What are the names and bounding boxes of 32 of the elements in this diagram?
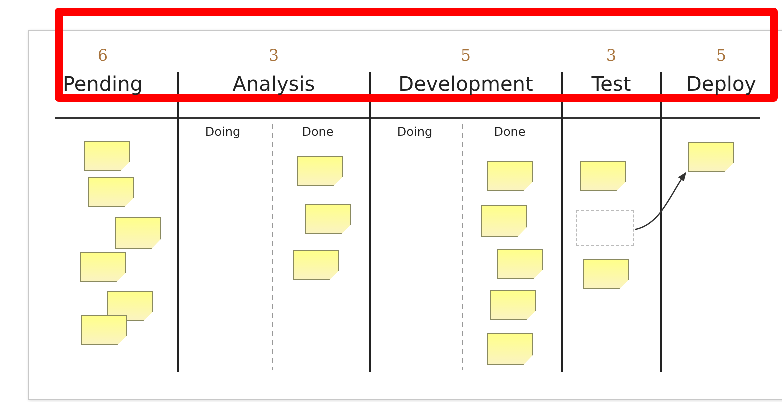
subcolumn-label: Doing (397, 125, 433, 139)
sticky-note (487, 161, 533, 191)
wip-limit: 6 (96, 46, 110, 65)
sticky-note (688, 142, 734, 172)
sticky-note (293, 250, 339, 280)
wip-limit: 5 (460, 46, 472, 65)
column-heading: Analysis (232, 72, 316, 96)
wip-limit: 3 (268, 46, 280, 65)
sticky-note (487, 333, 533, 365)
sticky-note (305, 204, 351, 234)
sticky-note (81, 315, 127, 345)
sticky-note (490, 290, 536, 320)
column-heading: Deploy (685, 72, 758, 96)
column-heading: Development (398, 72, 534, 96)
sticky-note (88, 177, 134, 207)
sticky-note (497, 249, 543, 279)
sticky-note (84, 141, 130, 171)
sticky-note (583, 259, 629, 289)
sticky-note (297, 156, 343, 186)
sticky-note (115, 217, 161, 249)
arrow (634, 172, 687, 230)
sticky-note (580, 161, 626, 191)
subcolumn-label: Done (302, 125, 334, 139)
wip-limit: 3 (605, 46, 618, 65)
sticky-note (481, 205, 527, 237)
wip-limit: 5 (715, 46, 728, 65)
subcolumn-label: Doing (205, 125, 241, 139)
subcolumn-label: Done (494, 125, 526, 139)
column-heading: Test (590, 72, 632, 96)
empty-card-slot (576, 210, 634, 246)
column-heading: Pending (62, 72, 144, 96)
sticky-note (80, 252, 126, 282)
